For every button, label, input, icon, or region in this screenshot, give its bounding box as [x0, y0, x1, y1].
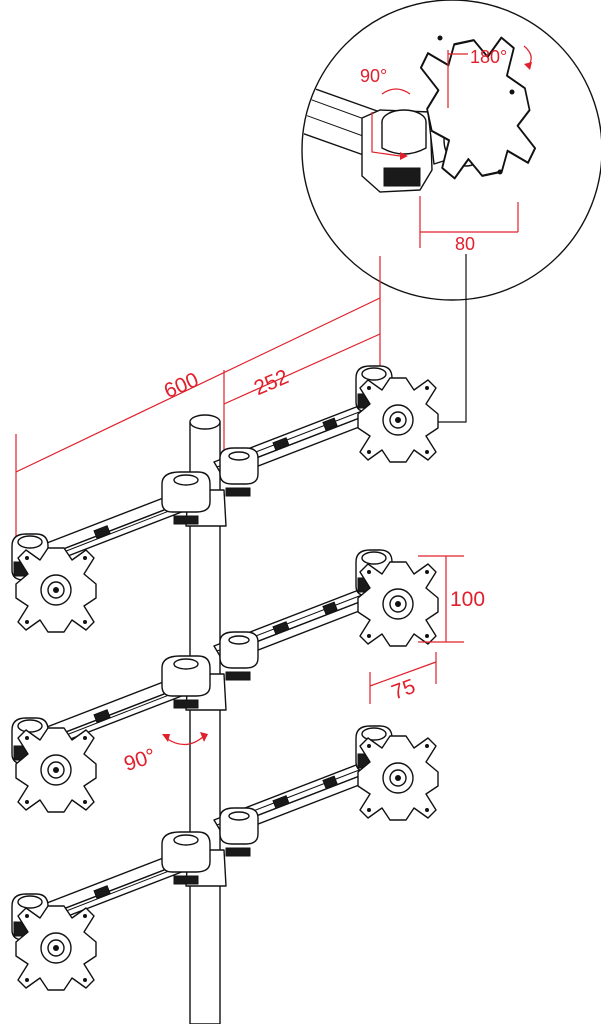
tilt-arrow — [381, 88, 411, 95]
vesa-horizontal-label: 75 — [389, 675, 419, 705]
detail-leader-line — [432, 254, 467, 423]
swivel-angle-label: 90° — [121, 744, 158, 776]
detail-view: 90° 180° 80 — [301, 0, 601, 301]
swivel-arrow — [165, 735, 205, 746]
tilt-angle-label: 90° — [360, 66, 387, 86]
width-dimensions: 600 252 — [15, 256, 381, 548]
head-offset-label: 80 — [455, 234, 475, 254]
arm-offset-label: 252 — [251, 365, 292, 400]
rotation-angle-label: 180° — [470, 47, 507, 67]
vesa-vertical-label: 100 — [450, 588, 485, 611]
total-width-label: 600 — [161, 368, 202, 403]
